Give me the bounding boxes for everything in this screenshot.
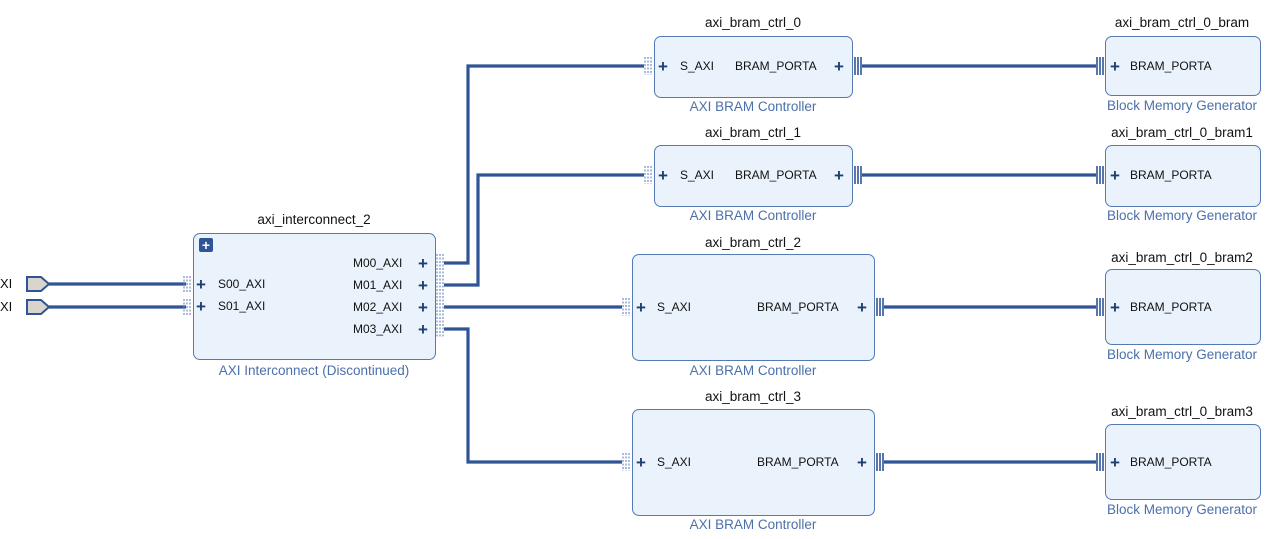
port-m00-axi[interactable]: M00_AXI: [353, 256, 403, 270]
memory-type-label: Block Memory Generator: [1106, 98, 1258, 113]
memory-instance-name: axi_bram_ctrl_0_bram1: [1111, 125, 1253, 140]
port-expand-icon[interactable]: +: [636, 298, 646, 317]
external-port-label: XI: [0, 299, 13, 314]
controller-instance-name: axi_bram_ctrl_3: [704, 389, 802, 404]
port-expand-icon[interactable]: +: [834, 166, 844, 185]
controller-type-label: AXI BRAM Controller: [689, 517, 817, 532]
memory-type-label: Block Memory Generator: [1106, 208, 1258, 223]
port-bram-porta[interactable]: BRAM_PORTA: [757, 300, 839, 314]
wire-m00-ctrl0: [444, 64, 644, 265]
port-expand-icon[interactable]: +: [196, 297, 206, 316]
port-expand-icon[interactable]: +: [658, 57, 668, 76]
port-s-axi[interactable]: S_AXI: [680, 59, 715, 73]
port-expand-icon[interactable]: +: [418, 320, 428, 339]
controller-block[interactable]: [632, 409, 875, 516]
port-expand-icon[interactable]: +: [834, 57, 844, 76]
port-s-axi[interactable]: S_AXI: [657, 300, 692, 314]
port-s-axi[interactable]: S_AXI: [657, 455, 692, 469]
interconnect-instance-name: axi_interconnect_2: [257, 212, 371, 227]
port-bram-porta[interactable]: BRAM_PORTA: [735, 168, 817, 182]
controller-type-label: AXI BRAM Controller: [689, 99, 817, 114]
interconnect-type-label: AXI Interconnect (Discontinued): [218, 363, 410, 378]
controller-type-label: AXI BRAM Controller: [689, 208, 817, 223]
port-bram-porta[interactable]: BRAM_PORTA: [1130, 455, 1212, 469]
controller-instance-name: axi_bram_ctrl_1: [704, 125, 802, 140]
port-expand-icon[interactable]: +: [1110, 57, 1120, 76]
memory-block[interactable]: [1105, 145, 1261, 207]
port-m02-axi[interactable]: M02_AXI: [353, 300, 403, 314]
external-port-label: XI: [0, 276, 13, 291]
port-expand-icon[interactable]: +: [418, 254, 428, 273]
port-expand-icon[interactable]: +: [857, 298, 867, 317]
memory-block[interactable]: [1105, 424, 1261, 500]
memory-block[interactable]: [1105, 269, 1261, 345]
memory-instance-name: axi_bram_ctrl_0_bram2: [1111, 250, 1253, 265]
port-m03-axi[interactable]: M03_AXI: [353, 322, 403, 336]
port-s01-axi[interactable]: S01_AXI: [218, 299, 266, 313]
port-s00-axi[interactable]: S00_AXI: [218, 277, 266, 291]
port-expand-icon[interactable]: +: [636, 453, 646, 472]
port-expand-icon[interactable]: +: [196, 275, 206, 294]
external-port-2-icon: [26, 299, 51, 315]
port-m01-axi[interactable]: M01_AXI: [353, 278, 403, 292]
interconnect-block[interactable]: +: [193, 233, 436, 360]
controller-block[interactable]: [654, 145, 853, 207]
external-port-1-icon: [26, 276, 51, 292]
memory-instance-name: axi_bram_ctrl_0_bram: [1114, 15, 1250, 30]
port-expand-icon[interactable]: +: [1110, 166, 1120, 185]
port-expand-icon[interactable]: +: [1110, 453, 1120, 472]
port-s-axi[interactable]: S_AXI: [680, 168, 715, 182]
port-bram-porta[interactable]: BRAM_PORTA: [1130, 168, 1212, 182]
controller-block[interactable]: [632, 254, 875, 361]
port-bram-porta[interactable]: BRAM_PORTA: [1130, 59, 1212, 73]
port-expand-icon[interactable]: +: [658, 166, 668, 185]
memory-type-label: Block Memory Generator: [1106, 502, 1258, 517]
port-bram-porta[interactable]: BRAM_PORTA: [735, 59, 817, 73]
controller-instance-name: axi_bram_ctrl_0: [704, 15, 802, 30]
memory-type-label: Block Memory Generator: [1106, 347, 1258, 362]
memory-instance-name: axi_bram_ctrl_0_bram3: [1111, 404, 1253, 419]
controller-block[interactable]: [654, 36, 853, 98]
controller-instance-name: axi_bram_ctrl_2: [704, 235, 802, 250]
memory-block[interactable]: [1105, 36, 1261, 96]
port-expand-icon[interactable]: +: [1110, 298, 1120, 317]
wire-m01-ctrl1: [444, 173, 644, 287]
port-bram-porta[interactable]: BRAM_PORTA: [1130, 300, 1212, 314]
controller-type-label: AXI BRAM Controller: [689, 363, 817, 378]
port-expand-icon[interactable]: +: [418, 276, 428, 295]
expand-block-icon[interactable]: +: [199, 238, 213, 252]
port-expand-icon[interactable]: +: [857, 453, 867, 472]
wire-m03-ctrl3: [444, 327, 622, 464]
port-bram-porta[interactable]: BRAM_PORTA: [757, 455, 839, 469]
port-expand-icon[interactable]: +: [418, 298, 428, 317]
